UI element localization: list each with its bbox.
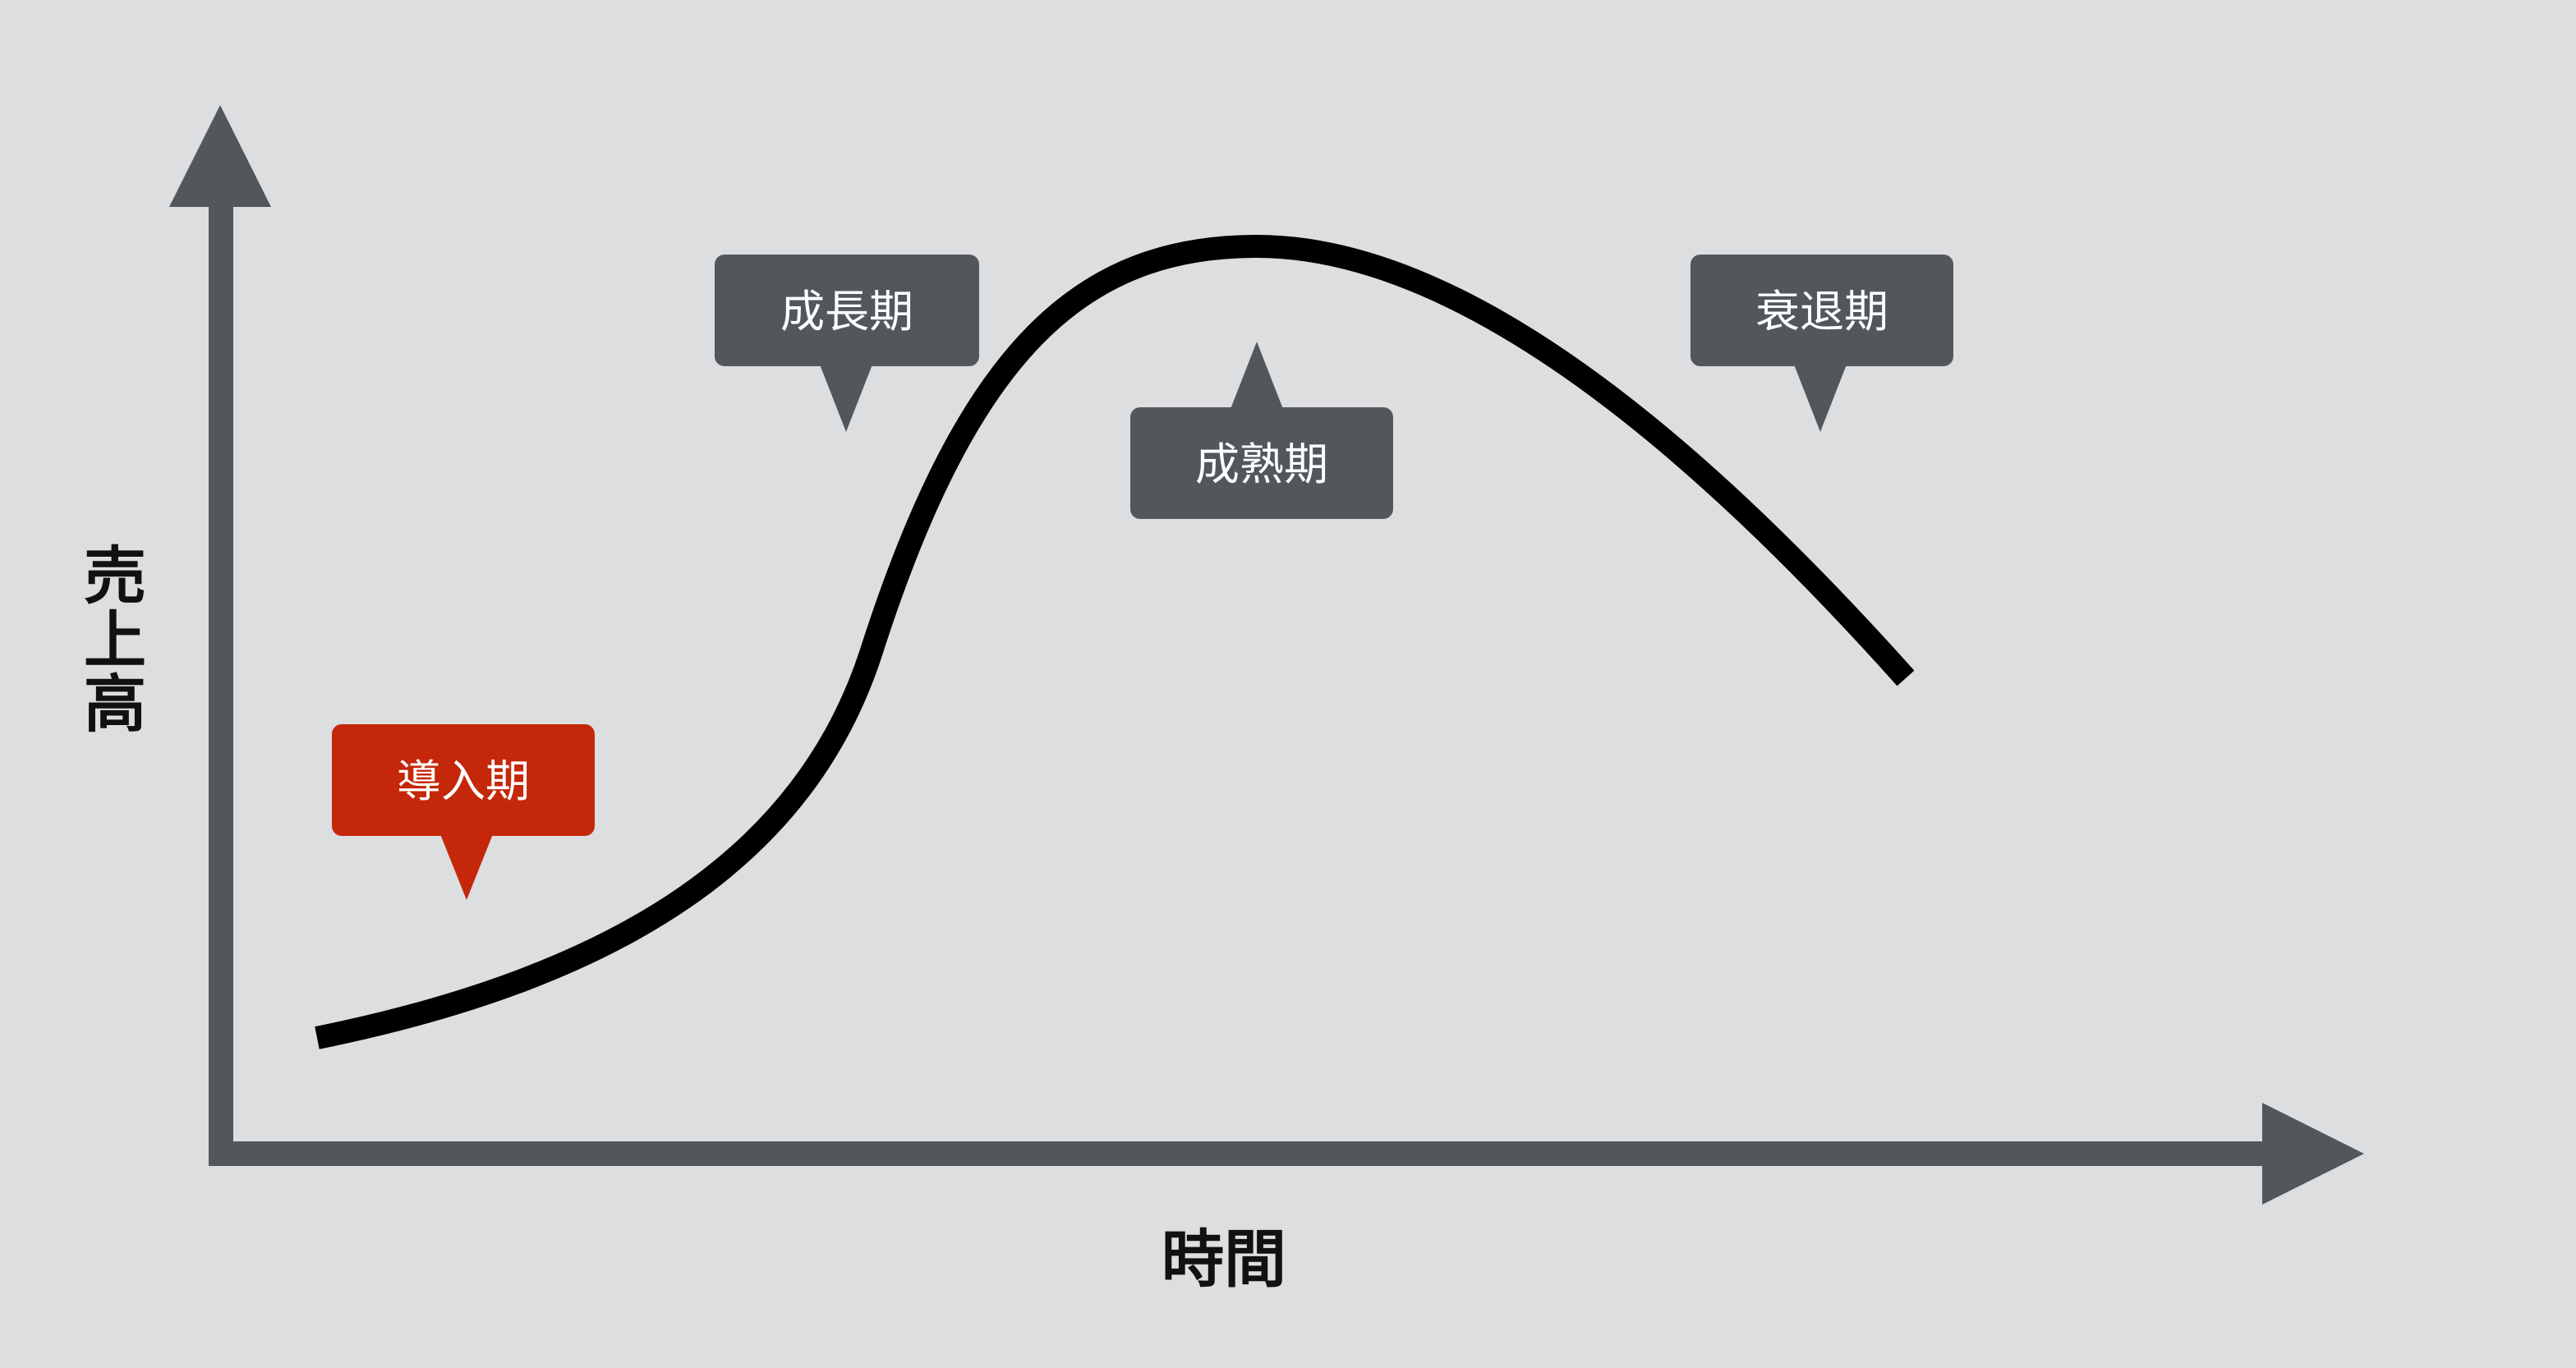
callout-pointer — [1794, 365, 1847, 432]
callout-label: 導入期 — [397, 755, 530, 807]
callout-decline: 衰退期 — [1690, 255, 1953, 432]
y-axis-label-char: 高 — [84, 668, 146, 741]
callout-box — [1690, 255, 1953, 366]
x-axis-line — [209, 1141, 2267, 1166]
callout-pointer — [440, 834, 493, 900]
callout-box — [715, 255, 979, 366]
x-axis-label: 時間 — [1162, 1223, 1286, 1296]
y-axis-line — [209, 202, 233, 1166]
y-axis-label-char: 上 — [84, 604, 146, 677]
callout-label: 成熟期 — [1195, 438, 1328, 490]
y-axis-label: 売 上 高 — [84, 539, 146, 741]
callout-label: 成長期 — [780, 286, 913, 337]
y-axis-label-char: 売 — [84, 539, 146, 613]
y-axis-arrowhead — [169, 105, 271, 207]
x-axis-arrowhead — [2262, 1103, 2364, 1205]
callout-pointer — [820, 365, 872, 432]
callout-box — [1130, 407, 1393, 519]
callout-pointer — [1230, 342, 1283, 409]
sales-curve — [315, 234, 1915, 1049]
callout-maturity: 成熟期 — [1130, 342, 1393, 519]
callout-label: 衰退期 — [1755, 286, 1888, 337]
callout-introduction: 導入期 — [332, 724, 595, 900]
callout-box — [332, 724, 595, 836]
callout-growth: 成長期 — [715, 255, 979, 432]
